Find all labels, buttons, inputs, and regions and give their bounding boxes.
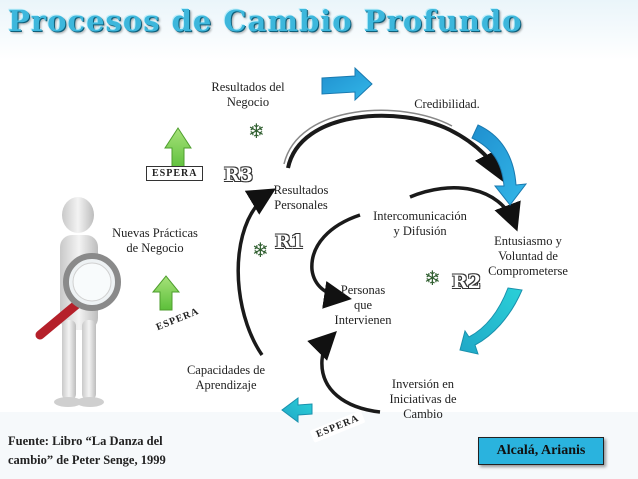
espera-tag-top: ESPERA	[146, 166, 203, 181]
loop-tag-r2: R2	[452, 271, 481, 293]
arrow-green-lower	[153, 276, 179, 310]
node-intercomunicacion: Intercomunicación y Difusión	[364, 209, 476, 239]
source-citation: Fuente: Libro “La Danza del cambio” de P…	[8, 432, 166, 470]
node-resultados-negocio: Resultados del Negocio	[202, 80, 294, 110]
node-entusiasmo: Entusiasmo y Voluntad de Comprometerse	[476, 234, 580, 279]
loop-tag-r1: R1	[275, 231, 304, 253]
arrow-blue-top	[322, 68, 372, 100]
node-credibilidad: Credibilidad.	[402, 97, 492, 112]
arrow-teal-bottom	[282, 398, 312, 422]
pine-tree-icon: ❄	[248, 119, 265, 144]
arrow-teal-right	[460, 288, 522, 354]
loop-arc-outer	[288, 116, 500, 175]
loop-arc-bottom	[322, 336, 380, 412]
author-badge: Alcalá, Arianis	[478, 437, 604, 465]
node-capacidades: Capacidades de Aprendizaje	[174, 363, 278, 393]
loop-tag-r3: R3	[224, 164, 253, 186]
loop-arc-left	[238, 192, 270, 355]
pine-tree-icon: ❄	[424, 266, 441, 291]
node-resultados-personales: Resultados Personales	[266, 183, 336, 213]
arrow-green-upper	[165, 128, 191, 170]
node-personas: Personas que Intervienen	[326, 283, 400, 328]
node-nuevas-practicas: Nuevas Prácticas de Negocio	[100, 226, 210, 256]
pine-tree-icon: ❄	[252, 238, 269, 263]
node-inversion: Inversión en Iniciativas de Cambio	[378, 377, 468, 422]
